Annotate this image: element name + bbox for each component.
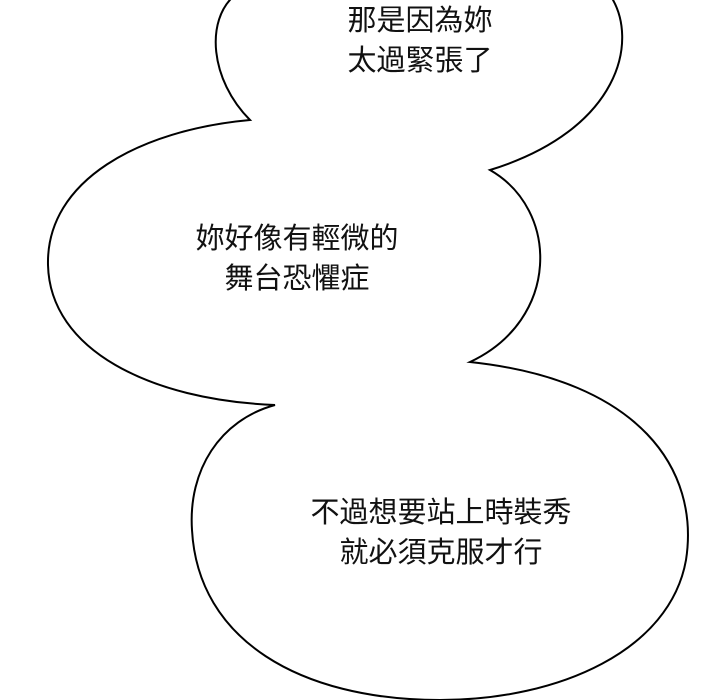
speech-bubble-3: 不過想要站上時裝秀 就必須克服才行 <box>310 492 571 572</box>
speech-bubble-1: 那是因為妳 太過緊張了 <box>347 0 492 80</box>
bubble-line: 舞台恐懼症 <box>224 261 370 295</box>
bubble-line: 那是因為妳 <box>347 3 493 37</box>
bubble-line: 太過緊張了 <box>347 43 493 77</box>
bubble-line: 妳好像有輕微的 <box>195 221 399 255</box>
bubble-line: 就必須克服才行 <box>339 535 543 569</box>
speech-bubble-2: 妳好像有輕微的 舞台恐懼症 <box>195 218 398 298</box>
bubble-line: 不過想要站上時裝秀 <box>310 495 572 529</box>
